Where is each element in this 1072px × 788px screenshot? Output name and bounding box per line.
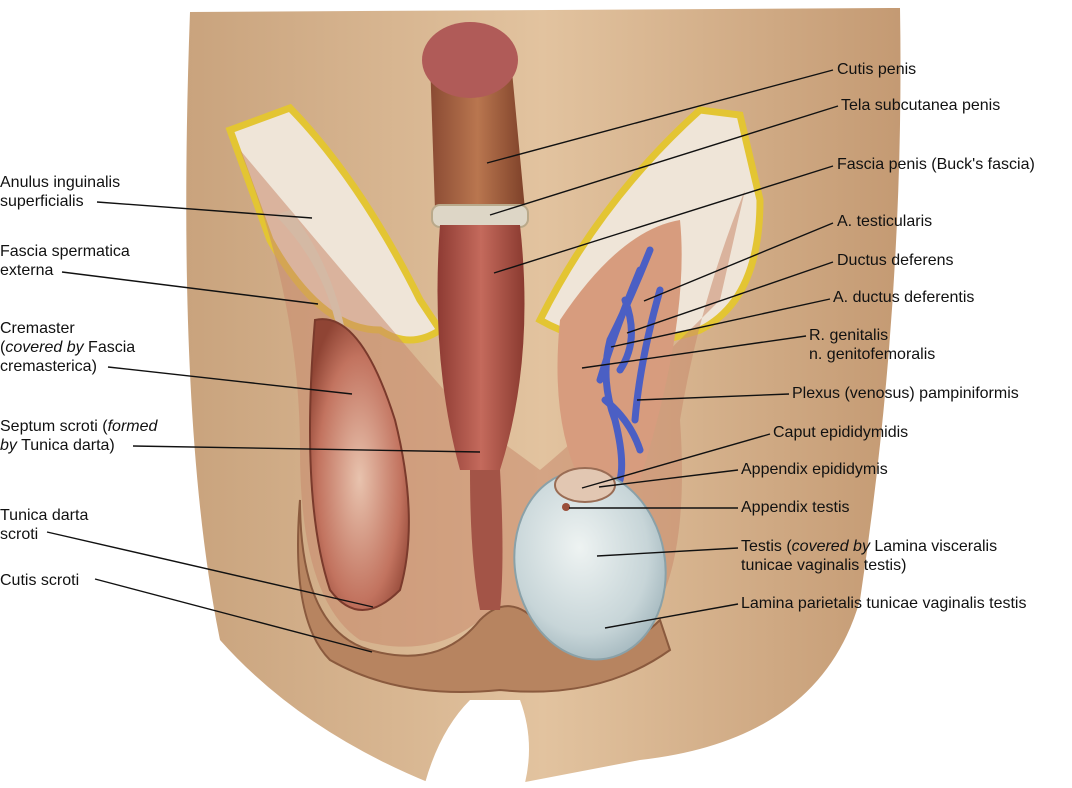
- label-r-genitalis: R. genitalis n. genitofemoralis: [809, 326, 935, 364]
- penis-fascia: [437, 225, 525, 470]
- label-testis-line1: Testis (covered by Lamina visceralis: [741, 537, 997, 556]
- left-cord: [275, 210, 345, 330]
- leg-gap: [425, 700, 529, 783]
- leader-fascia-penis: [493, 165, 834, 274]
- label-cremaster-line1: Cremaster: [0, 320, 75, 337]
- label-cremaster-fascia: Fascia: [83, 339, 136, 356]
- label-fascia-penis: Fascia penis (Buck's fascia): [837, 155, 1035, 174]
- label-r-genitalis-line2: n. genitofemoralis: [809, 346, 936, 363]
- label-plexus-pampiniformis: Plexus (venosus) pampiniformis: [792, 384, 1019, 403]
- label-septum-by: by: [0, 437, 17, 454]
- label-anulus-line2: superficialis: [0, 193, 84, 210]
- label-testis-line2: tunicae vaginalis testis): [741, 557, 907, 574]
- leader-app-epid: [598, 469, 739, 488]
- label-cremaster-line2: (covered by Fascia: [0, 339, 136, 356]
- label-tunica-line2: scroti: [0, 526, 39, 543]
- label-lamina-parietalis: Lamina parietalis tunicae vaginalis test…: [741, 594, 1026, 613]
- label-septum-italic: formed: [107, 418, 158, 435]
- label-lamina-text: Lamina parietalis tunicae vaginalis test…: [741, 595, 1027, 612]
- leader-caput: [581, 433, 771, 489]
- label-septum-line1: Septum scroti (formed: [0, 417, 157, 436]
- label-cutis-scroti-text: Cutis scroti: [0, 572, 80, 589]
- label-septum-scroti: Septum scroti (formed by Tunica darta): [0, 417, 157, 455]
- leader-anulus: [96, 201, 313, 219]
- label-a-testicularis-text: A. testicularis: [837, 213, 933, 230]
- leader-r-genitalis: [581, 335, 807, 369]
- glans: [422, 22, 518, 98]
- right-cord: [557, 220, 682, 480]
- label-fse-line1: Fascia spermatica: [0, 243, 130, 260]
- label-app-epid-text: Appendix epididymis: [741, 461, 888, 478]
- septum-strip: [470, 470, 503, 610]
- label-testis-c: Lamina visceralis: [869, 538, 998, 555]
- plexus-veins: [596, 246, 664, 484]
- leader-testis: [596, 547, 739, 557]
- leader-tela: [489, 105, 839, 216]
- label-cremaster-italic: covered by: [5, 339, 84, 356]
- label-testis-italic: covered by: [791, 538, 870, 555]
- label-caput-text: Caput epididymidis: [773, 424, 909, 441]
- leader-ductus: [626, 261, 834, 334]
- label-app-testis-text: Appendix testis: [741, 499, 850, 516]
- label-testis: Testis (covered by Lamina visceralis tun…: [741, 537, 997, 575]
- label-cremaster: Cremaster (covered by Fascia cremasteric…: [0, 319, 135, 376]
- leader-fse: [61, 271, 319, 305]
- label-cremaster-line3: cremasterica): [0, 358, 97, 375]
- label-tela-subcutanea: Tela subcutanea penis: [841, 96, 1000, 115]
- label-caput-epididymidis: Caput epididymidis: [773, 423, 908, 442]
- label-cutis-penis-text: Cutis penis: [837, 61, 917, 78]
- label-fascia-spermatica-externa: Fascia spermatica externa: [0, 242, 130, 280]
- leader-septum: [132, 445, 481, 453]
- label-tela-text: Tela subcutanea penis: [841, 97, 1001, 114]
- epididymis-head: [554, 467, 616, 503]
- label-fascia-penis-text: Fascia penis (Buck's fascia): [837, 156, 1035, 173]
- label-appendix-epididymis: Appendix epididymis: [741, 460, 888, 479]
- label-testis-a: Testis (: [741, 538, 792, 555]
- leader-lines: [46, 69, 839, 653]
- label-anulus-inguinalis: Anulus inguinalis superficialis: [0, 173, 120, 211]
- label-ductus-deferens: Ductus deferens: [837, 251, 954, 270]
- label-a-ductus-deferentis: A. ductus deferentis: [833, 288, 974, 307]
- leader-lamina: [604, 603, 739, 629]
- leader-cremaster: [107, 366, 353, 395]
- leader-cutis-scroti: [94, 578, 373, 653]
- label-cutis-penis: Cutis penis: [837, 60, 916, 79]
- label-plexus-text: Plexus (venosus) pampiniformis: [792, 385, 1019, 402]
- leader-a-testicularis: [643, 222, 834, 302]
- appendix-testis: [562, 503, 570, 511]
- label-septum-tunica: Tunica darta): [16, 437, 115, 454]
- label-septum-line2: by Tunica darta): [0, 436, 157, 455]
- label-tunica-darta: Tunica darta scroti: [0, 506, 88, 544]
- label-a-testicularis: A. testicularis: [837, 212, 932, 231]
- label-appendix-testis: Appendix testis: [741, 498, 850, 517]
- label-ductus-text: Ductus deferens: [837, 252, 954, 269]
- label-tunica-line1: Tunica darta: [0, 507, 89, 524]
- leader-a-ductus: [610, 298, 831, 348]
- label-anulus-line1: Anulus inguinalis: [0, 174, 121, 191]
- leader-cutis-penis: [486, 69, 834, 164]
- label-septum-text: Septum scroti (: [0, 418, 108, 435]
- label-a-ductus-text: A. ductus deferentis: [833, 289, 975, 306]
- label-fse-line2: externa: [0, 262, 54, 279]
- label-r-genitalis-line1: R. genitalis: [809, 327, 889, 344]
- label-cutis-scroti: Cutis scroti: [0, 571, 79, 590]
- leader-plexus: [636, 393, 790, 401]
- leader-tunica: [46, 531, 374, 608]
